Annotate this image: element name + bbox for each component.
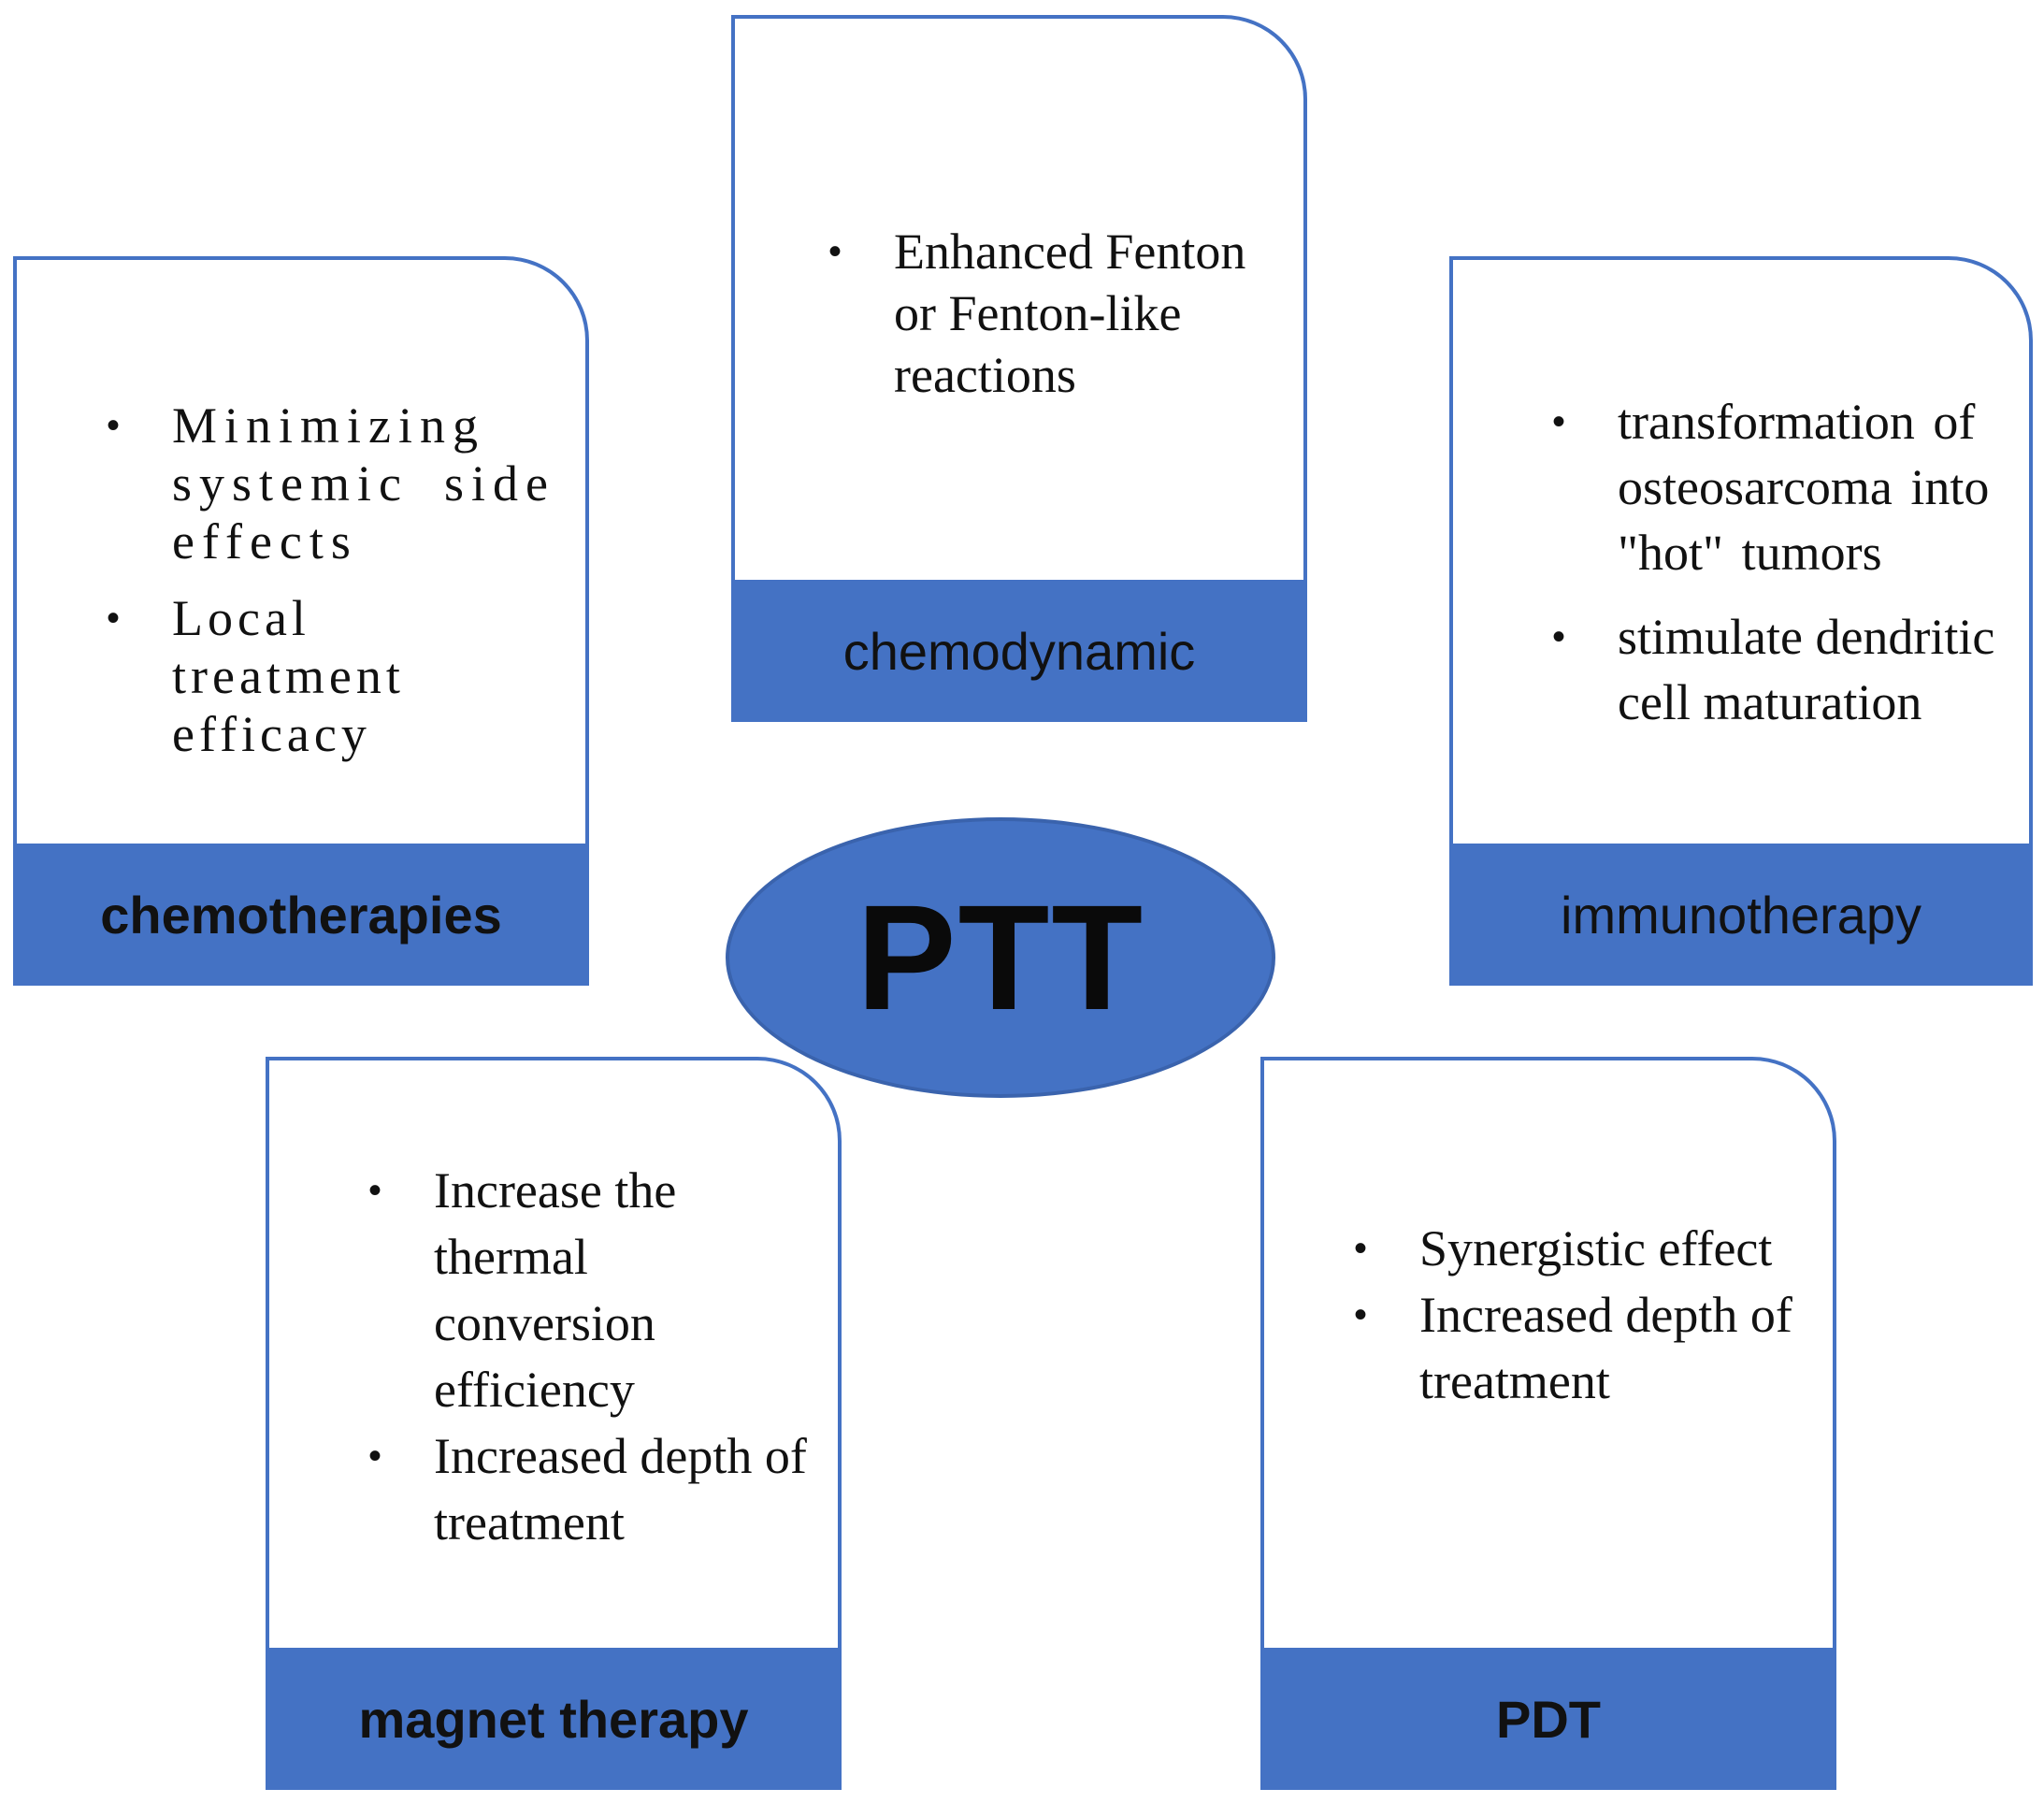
card-pdt: Synergistic effect Increased depth of tr… bbox=[1260, 1057, 1836, 1790]
bullet-item: Increased depth of treatment bbox=[368, 1423, 817, 1556]
bullet-item: Local treatment efficacy bbox=[107, 589, 555, 763]
bullet-text: transformation of osteosarcoma into "hot… bbox=[1618, 394, 1990, 581]
bullet-text: stimulate dendritic cell maturation bbox=[1618, 609, 1995, 730]
card-chemotherapies: Minimizing systemic side effects Local t… bbox=[13, 256, 589, 986]
bullet-item: Increased depth of treatment bbox=[1354, 1282, 1803, 1415]
bullet-item: Increase the thermal conversion efficien… bbox=[368, 1158, 817, 1423]
bullet-text: Increase the thermal conversion efficien… bbox=[434, 1162, 677, 1418]
bullet-text: Minimizing systemic side effects bbox=[172, 397, 555, 570]
card-immunotherapy-label: immunotherapy bbox=[1449, 844, 2033, 986]
card-immunotherapy-bullets: transformation of osteosarcoma into "hot… bbox=[1552, 389, 2001, 735]
card-pdt-label: PDT bbox=[1260, 1648, 1836, 1790]
bullet-item: Enhanced Fenton or Fenton-like reactions bbox=[828, 221, 1277, 406]
bullet-text: Increased depth of treatment bbox=[1419, 1287, 1792, 1409]
card-chemodynamic-label: chemodynamic bbox=[731, 580, 1307, 722]
bullet-text: Synergistic effect bbox=[1419, 1220, 1773, 1277]
center-node-ptt: PTT bbox=[726, 817, 1275, 1098]
card-magnet-therapy: Increase the thermal conversion efficien… bbox=[266, 1057, 842, 1790]
card-chemodynamic-bullets: Enhanced Fenton or Fenton-like reactions bbox=[828, 221, 1277, 406]
card-pdt-bullets: Synergistic effect Increased depth of tr… bbox=[1354, 1216, 1803, 1415]
bullet-text: Local treatment efficacy bbox=[172, 590, 405, 762]
bullet-text: Enhanced Fenton or Fenton-like reactions bbox=[894, 224, 1246, 403]
center-label: PTT bbox=[856, 873, 1145, 1041]
card-immunotherapy: transformation of osteosarcoma into "hot… bbox=[1449, 256, 2033, 986]
bullet-item: Synergistic effect bbox=[1354, 1216, 1803, 1282]
card-chemotherapies-bullets: Minimizing systemic side effects Local t… bbox=[107, 397, 555, 763]
bullet-item: transformation of osteosarcoma into "hot… bbox=[1552, 389, 2001, 585]
card-chemotherapies-label: chemotherapies bbox=[13, 844, 589, 986]
bullet-item: stimulate dendritic cell maturation bbox=[1552, 604, 2001, 735]
card-magnet-therapy-bullets: Increase the thermal conversion efficien… bbox=[368, 1158, 817, 1556]
card-magnet-therapy-label: magnet therapy bbox=[266, 1648, 842, 1790]
card-chemodynamic: Enhanced Fenton or Fenton-like reactions… bbox=[731, 15, 1307, 722]
bullet-item: Minimizing systemic side effects bbox=[107, 397, 555, 570]
bullet-text: Increased depth of treatment bbox=[434, 1428, 807, 1551]
